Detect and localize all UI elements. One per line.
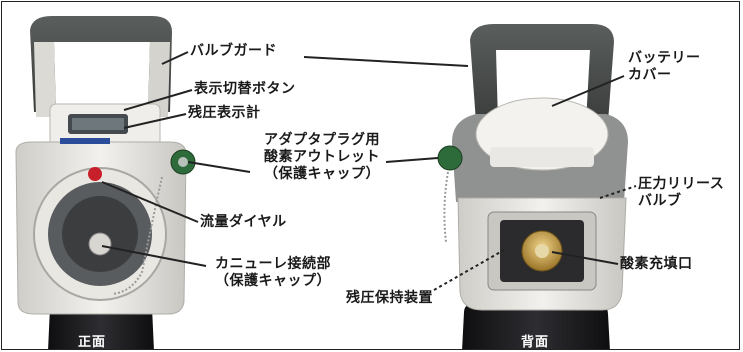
leader-residual-pressure (433, 249, 505, 291)
label-residual-pressure-device: 残圧保持装置 (346, 290, 433, 306)
label-pressure-relief-line2: バルブ (638, 193, 682, 209)
leader-battery-cover (551, 75, 625, 107)
leader-flow-dial (101, 181, 199, 223)
label-cannula-line1: カニューレ接続部 (215, 256, 331, 272)
label-pressure-relief-valve: 圧力リリース バルブ (638, 176, 724, 210)
leader-lines (101, 51, 637, 291)
leader-pressure-relief (599, 185, 637, 199)
label-adapter-plug-line2: 酸素アウトレット (264, 149, 380, 165)
label-battery-cover-line2: カバー (628, 67, 672, 83)
label-back-view: 背面 (521, 335, 550, 350)
label-display-toggle-button: 表示切替ボタン (194, 81, 296, 97)
flow-indicator-red (88, 167, 102, 181)
label-pressure-relief-line1: 圧力リリース (638, 176, 725, 192)
back-cylinder (462, 300, 610, 349)
cannula-cap (88, 232, 112, 256)
label-battery-cover-line1: バッテリー (628, 50, 701, 66)
label-cannula-line2: （保護キャップ） (215, 273, 331, 289)
back-handle (470, 24, 614, 122)
leader-adapter-plug (187, 161, 251, 173)
label-flow-dial: 流量ダイヤル (200, 214, 287, 230)
label-front-view: 正面 (78, 335, 107, 350)
label-cannula-connector: カニューレ接続部 （保護キャップ） (208, 256, 338, 290)
front-device (15, 16, 196, 349)
label-oxygen-fill-port: 酸素充填口 (620, 256, 693, 272)
leader-pressure-gauge (123, 113, 187, 129)
label-pressure-gauge: 残圧表示計 (188, 105, 261, 121)
label-adapter-plug-line3: （保護キャップ） (264, 166, 380, 182)
front-valve-guard (30, 16, 172, 112)
leader-adapter-plug-back (385, 157, 439, 163)
label-battery-cover: バッテリー カバー (628, 50, 701, 84)
label-adapter-plug-line1: アダプタプラグ用 (264, 132, 380, 148)
label-adapter-plug: アダプタプラグ用 酸素アウトレット （保護キャップ） (254, 132, 390, 183)
leader-display-toggle (123, 89, 193, 111)
back-oxygen-outlet (437, 145, 463, 171)
leader-back-valve-guard (303, 56, 469, 67)
leader-fill-port (551, 251, 619, 265)
leader-valve-guard (161, 51, 189, 65)
back-device (437, 24, 628, 349)
label-valve-guard: バルブガード (190, 43, 277, 59)
leader-cannula (101, 245, 207, 267)
